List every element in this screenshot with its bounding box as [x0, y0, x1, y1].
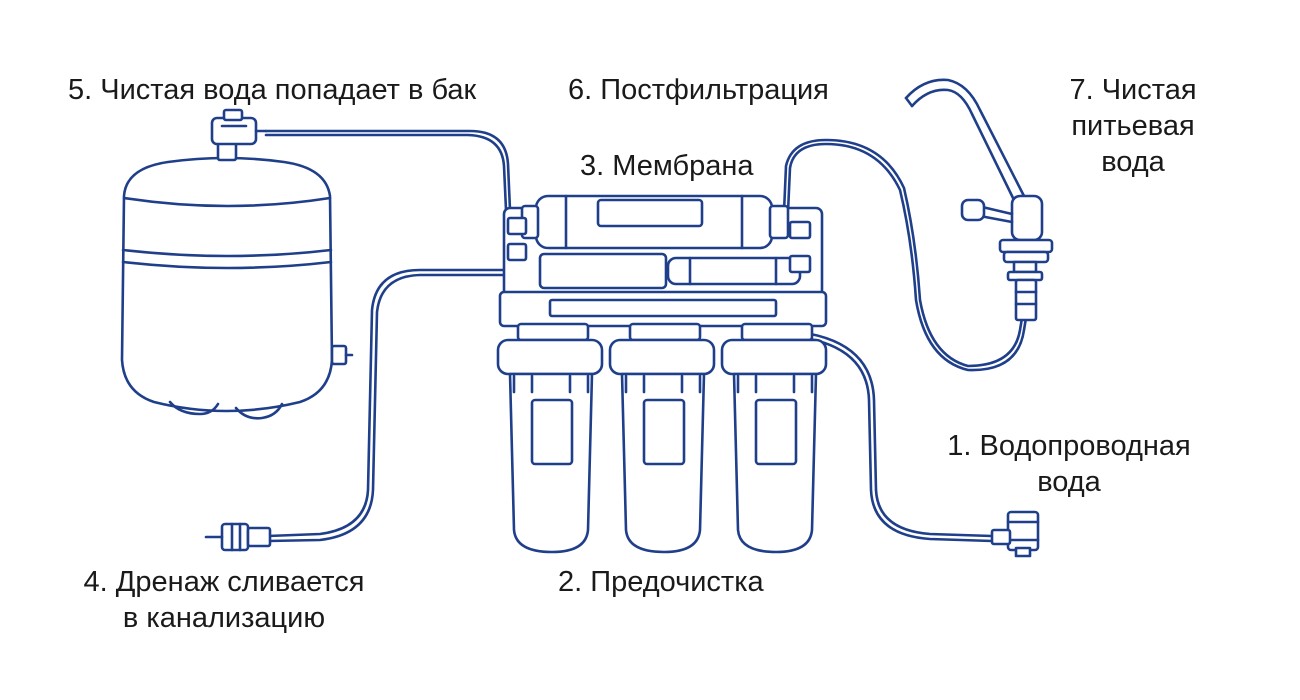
label-tap-water-line-1: 1. Водопроводная [947, 430, 1191, 462]
label-drain-line-2: в канализацию [122, 602, 326, 634]
drain-clamp [204, 522, 272, 552]
label-postfilter: 6. Постфильтрация [568, 72, 829, 108]
label-tap-water: 1. Водопроводная вода [924, 428, 1214, 500]
label-membrane-line-1: 3. Мембрана [580, 150, 754, 182]
inlet-valve [990, 510, 1040, 558]
filter-system [498, 194, 828, 328]
storage-tank [120, 108, 354, 420]
label-postfilter-line-1: 6. Постфильтрация [568, 74, 829, 106]
prefilter-housing-1 [496, 322, 604, 554]
label-tap-water-line-2: вода [1037, 466, 1101, 498]
label-drinking-water-line-2: питьевая [1071, 110, 1195, 142]
label-prefilter-line-1: 2. Предочистка [558, 566, 764, 598]
label-prefilter: 2. Предочистка [558, 564, 764, 600]
faucet [904, 78, 1054, 322]
prefilter-housing-2 [608, 322, 716, 554]
prefilter-housings [496, 322, 828, 554]
label-tank: 5. Чистая вода попадает в бак [68, 72, 476, 108]
label-membrane: 3. Мембрана [580, 148, 753, 184]
label-drinking-water-line-1: 7. Чистая [1069, 74, 1197, 106]
prefilter-housing-3 [720, 322, 828, 554]
label-drinking-water-line-3: вода [1101, 146, 1165, 178]
label-drain-line-1: 4. Дренаж сливается [83, 566, 365, 598]
label-drain: 4. Дренаж сливается в канализацию [62, 564, 386, 636]
tubing [264, 129, 1028, 543]
label-drinking-water: 7. Чистая питьевая вода [1058, 72, 1208, 180]
label-tank-line-1: 5. Чистая вода попадает в бак [68, 74, 477, 106]
